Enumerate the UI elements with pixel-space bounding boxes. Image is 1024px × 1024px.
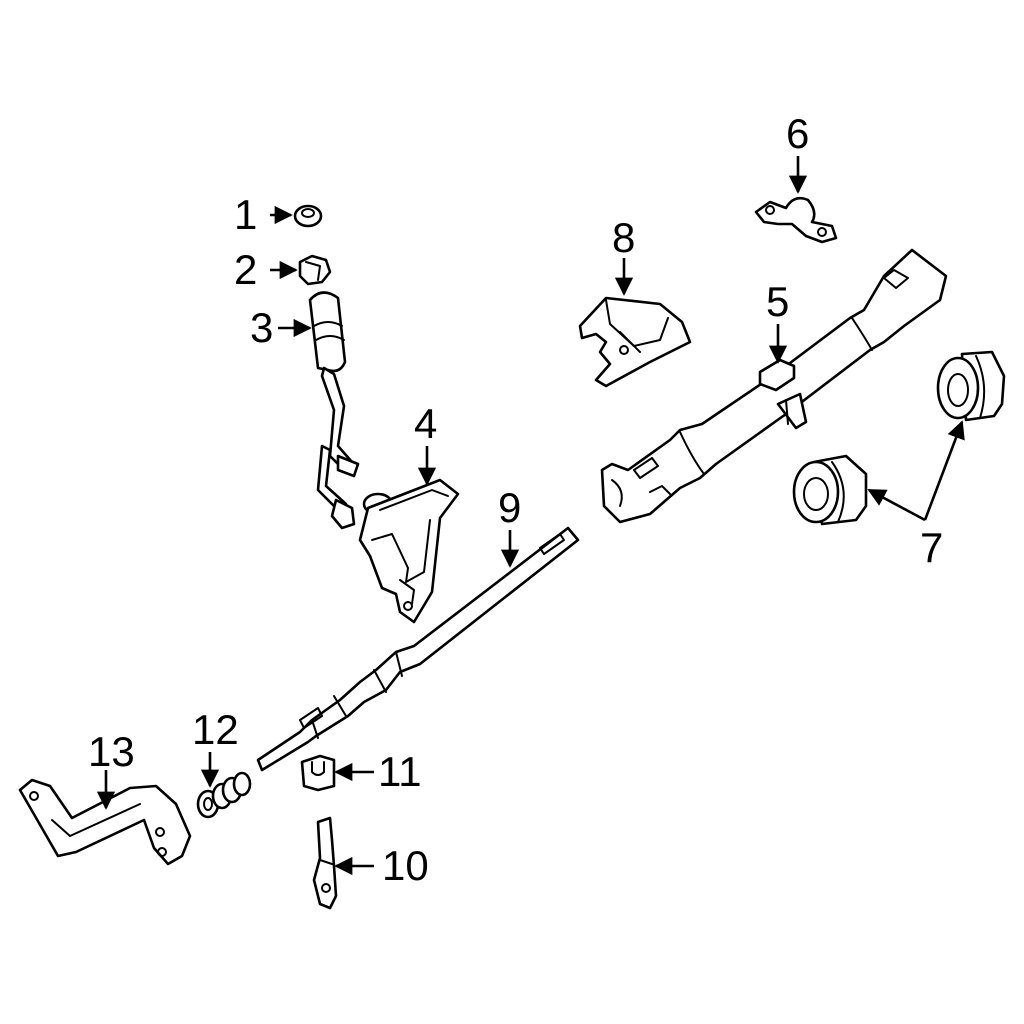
callout-8: 8 xyxy=(612,214,635,261)
callout-5: 5 xyxy=(766,278,789,325)
leader-lines xyxy=(96,156,965,876)
callout-9: 9 xyxy=(498,484,521,531)
part-7-bushings xyxy=(792,350,1006,526)
part-13-bracket-arm xyxy=(18,778,192,866)
callout-6: 6 xyxy=(786,110,809,157)
callout-11: 11 xyxy=(378,748,422,795)
callout-13: 13 xyxy=(88,728,135,775)
bushing-lower xyxy=(792,454,868,526)
callout-3: 1 xyxy=(234,191,257,238)
part-3-nut xyxy=(293,204,323,228)
part-2-insert xyxy=(298,254,332,286)
part-5-column-jacket xyxy=(600,248,948,524)
callout-12: 12 xyxy=(192,706,239,753)
part-8-bracket xyxy=(578,296,692,388)
callout-2: 2 xyxy=(234,246,257,293)
callout-10: 10 xyxy=(382,842,429,889)
callout-7: 7 xyxy=(920,524,943,571)
callout-1: 3 xyxy=(250,304,273,351)
part-11-clip xyxy=(300,754,336,792)
bushing-upper xyxy=(936,350,1006,422)
callout-4: 4 xyxy=(414,400,437,447)
part-6-clamp xyxy=(754,196,838,244)
part-1-shift-lever xyxy=(308,291,360,530)
part-4-shift-housing xyxy=(358,478,460,624)
part-10-link xyxy=(312,816,338,910)
part-9-steering-shaft xyxy=(256,526,580,772)
part-12-spring xyxy=(196,771,252,819)
callout-labels: 1 2 3 4 5 6 7 8 9 10 11 12 13 xyxy=(88,110,943,889)
